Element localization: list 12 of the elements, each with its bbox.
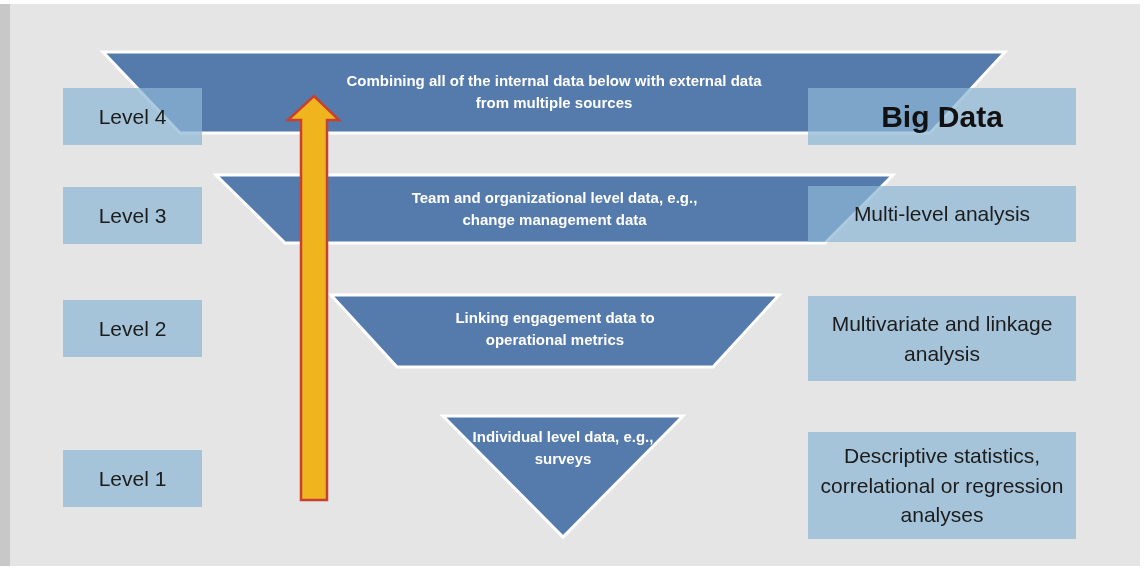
level-box: Big Data xyxy=(808,88,1076,145)
band-text: Linking engagement data to operational metrics xyxy=(454,308,656,350)
level-box: Level 2 xyxy=(63,300,202,357)
band-text: Team and organizational level data, e.g., change management data xyxy=(410,188,699,230)
level-box: Level 1 xyxy=(63,450,202,507)
level-box: Descriptive statistics, correlational or regression analyses xyxy=(808,432,1076,539)
level-box: Level 4 xyxy=(63,88,202,145)
level-box: Level 3 xyxy=(63,187,202,244)
band-text: Combining all of the internal data below with external data from multiple sources xyxy=(345,71,763,113)
level-box: Multivariate and linkage analysis xyxy=(808,296,1076,381)
level-box: Multi-level analysis xyxy=(808,186,1076,242)
band-text: Individual level data, e.g., surveys xyxy=(471,427,655,469)
